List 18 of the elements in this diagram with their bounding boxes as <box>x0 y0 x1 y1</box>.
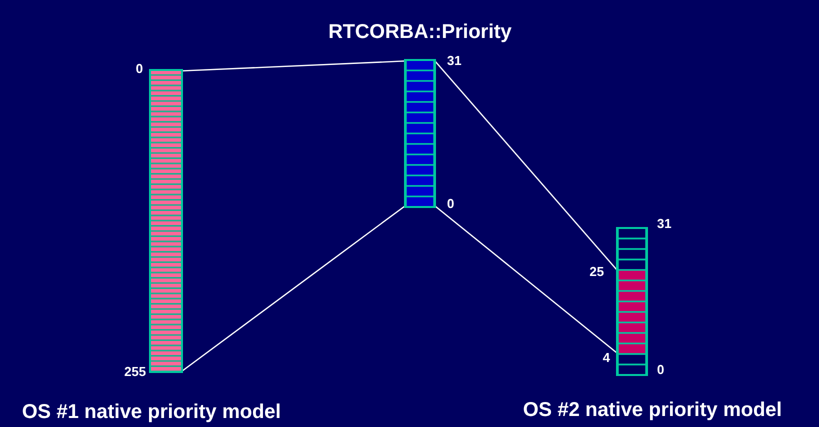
scale-caption: OS #1 native priority model <box>22 402 281 422</box>
mapping-line <box>182 60 406 72</box>
priority-scale-bar <box>617 228 647 375</box>
priority-scale-bar <box>405 60 435 207</box>
mapping-line <box>182 205 406 372</box>
mapping-line <box>434 205 618 354</box>
scale-title: RTCORBA::Priority <box>328 22 512 42</box>
scale-value: 0 <box>136 62 143 75</box>
mapping-line <box>434 60 618 270</box>
scale-value: 4 <box>602 351 610 364</box>
scale-value: 31 <box>657 217 672 230</box>
scale-value: 25 <box>590 265 604 278</box>
scale-value: 31 <box>447 54 462 67</box>
priority-scale-bar <box>150 70 182 372</box>
scale-value: 0 <box>447 197 454 210</box>
scale-value: 255 <box>124 365 146 378</box>
scale-value: 0 <box>657 363 664 376</box>
scale-caption: OS #2 native priority model <box>523 400 782 420</box>
